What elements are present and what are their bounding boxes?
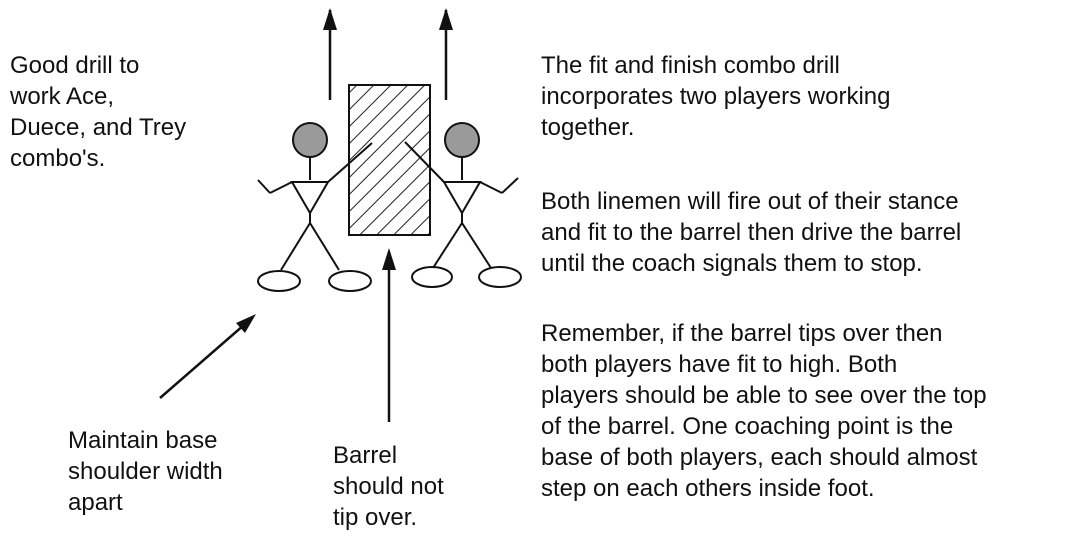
left-note-line: combo's.	[10, 145, 106, 172]
remember-paragraph: Remember, if the barrel tips over then b…	[541, 318, 987, 504]
base-label: Maintain base shoulder width apart	[68, 425, 223, 518]
left-note-line: Duece, and Trey	[10, 114, 187, 141]
intro-line: incorporates two players working	[541, 83, 891, 110]
remember-line: Remember, if the barrel tips over then	[541, 320, 943, 347]
remember-line: step on each others inside foot.	[541, 475, 875, 502]
barrel-label-line: tip over.	[333, 504, 418, 531]
left-note-line: Good drill to	[10, 52, 140, 79]
left-note-line: work Ace,	[10, 83, 115, 110]
left-note: Good drill to work Ace, Duece, and Trey …	[10, 50, 186, 174]
player-right	[404, 122, 522, 288]
remember-line: of the barrel. One coaching point is the	[541, 413, 954, 440]
intro-paragraph: The fit and finish combo drill incorpora…	[541, 50, 891, 143]
base-pointer-arrow	[159, 314, 256, 399]
player-left-head	[292, 122, 328, 158]
player-right-head	[444, 122, 480, 158]
base-label-line: shoulder width	[68, 458, 223, 485]
remember-line: players should be able to see over the t…	[541, 382, 987, 409]
drive-arrow-right	[439, 8, 453, 100]
remember-line: base of both players, each should almost	[541, 444, 978, 471]
drive-paragraph: Both linemen will fire out of their stan…	[541, 186, 961, 279]
drive-arrow-left	[323, 8, 337, 100]
barrel-label-line: Barrel	[333, 442, 398, 469]
drive-line: and fit to the barrel then drive the bar…	[541, 219, 962, 246]
intro-line: together.	[541, 114, 635, 141]
barrel-label: Barrel should not tip over.	[333, 440, 444, 533]
barrel-pointer-arrow	[382, 248, 396, 422]
base-label-line: apart	[68, 489, 123, 516]
barrel-label-line: should not	[333, 473, 444, 500]
intro-line: The fit and finish combo drill	[541, 52, 840, 79]
remember-line: both players have fit to high. Both	[541, 351, 898, 378]
drive-line: Both linemen will fire out of their stan…	[541, 188, 959, 215]
barrel	[348, 84, 431, 236]
player-left	[257, 122, 373, 292]
drive-line: until the coach signals them to stop.	[541, 250, 923, 277]
base-label-line: Maintain base	[68, 427, 218, 454]
